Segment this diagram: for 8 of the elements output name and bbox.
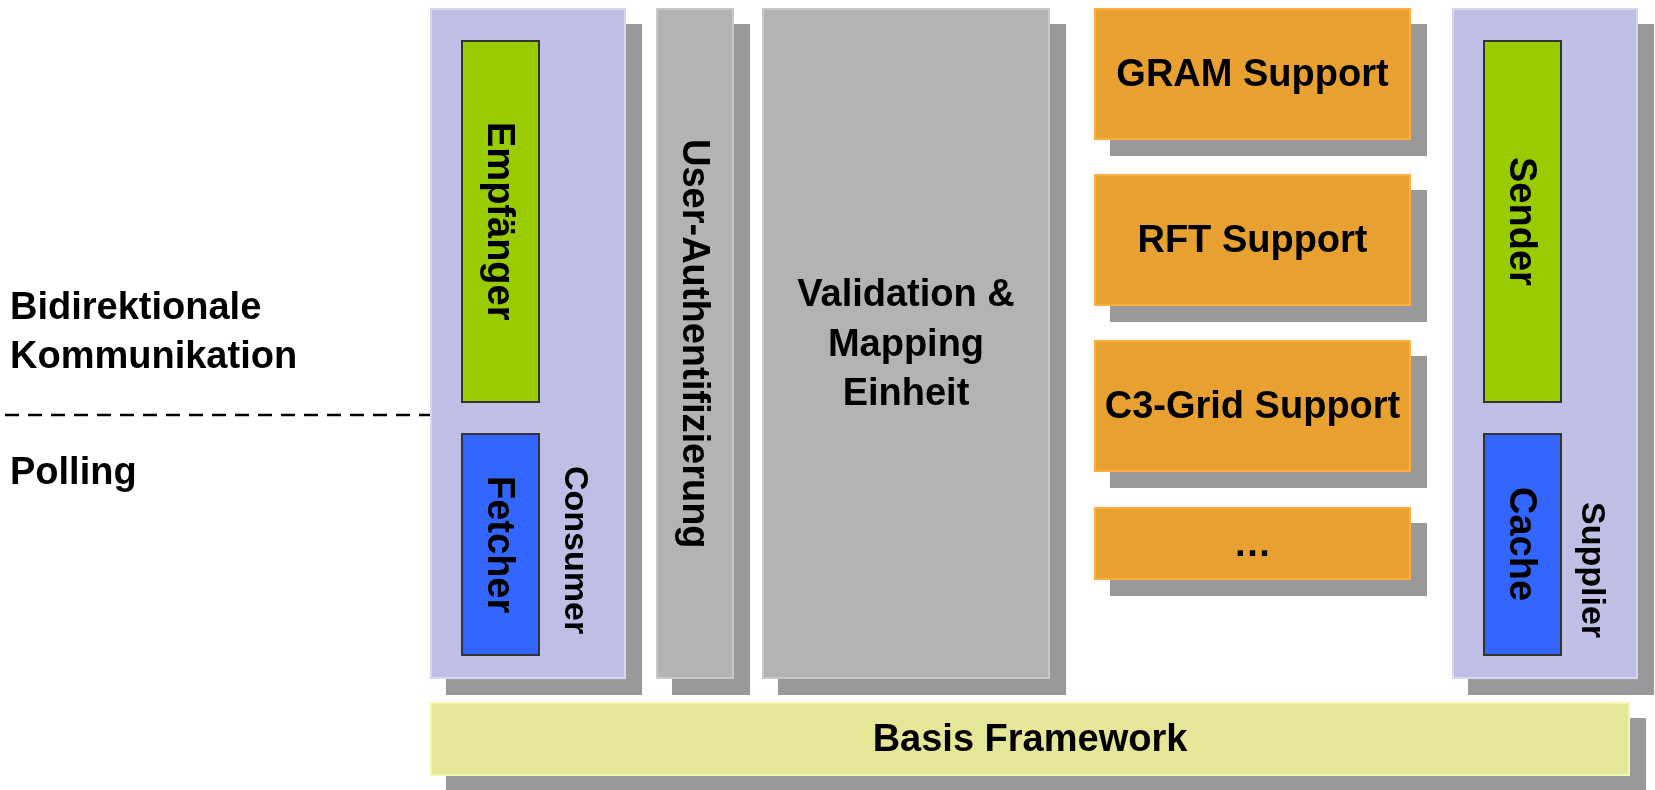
- side-label: Bidirektionale Kommunikation: [10, 284, 299, 379]
- panel-title: Consumer: [557, 464, 598, 637]
- side-label: Polling: [10, 449, 137, 494]
- component-box: Fetcher: [461, 433, 540, 656]
- component-box: Cache: [1483, 433, 1562, 656]
- panel-title: Supplier: [1574, 501, 1615, 640]
- component-box: Sender: [1483, 40, 1562, 403]
- component-box: Empfänger: [461, 40, 540, 403]
